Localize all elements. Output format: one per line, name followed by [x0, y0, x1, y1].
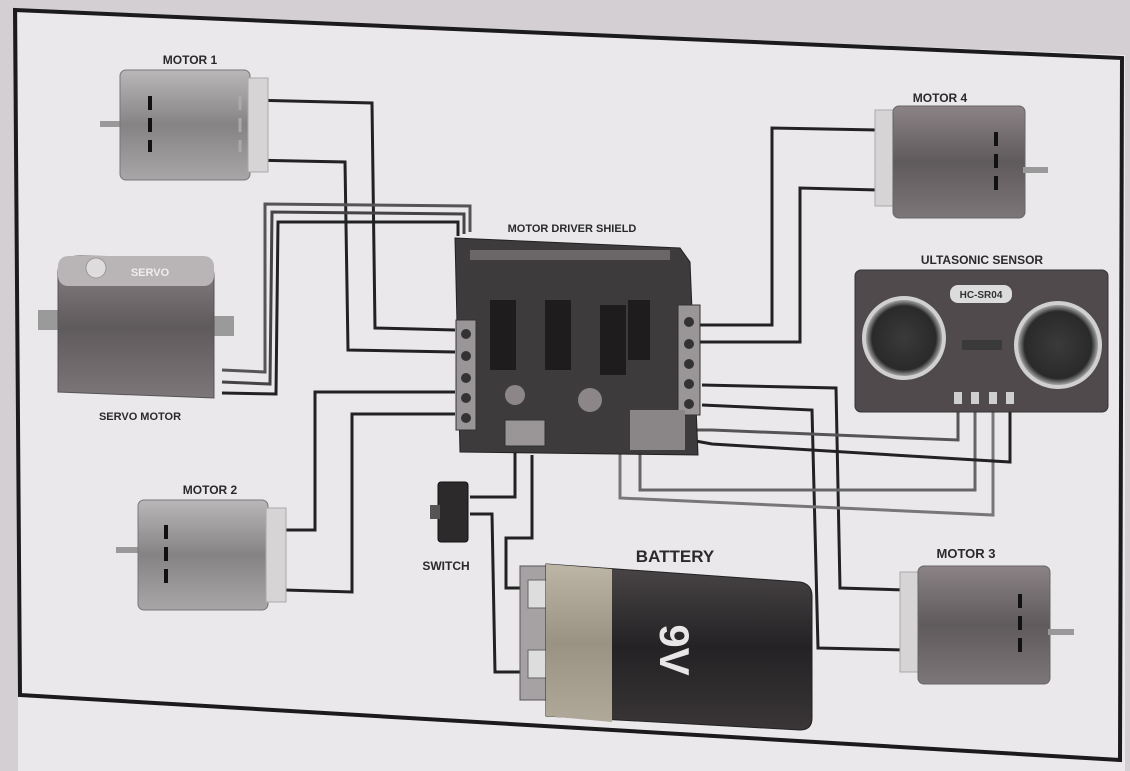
terminal-screw	[461, 373, 471, 383]
shield-power-terminal	[504, 419, 546, 447]
terminal-screw	[461, 329, 471, 339]
motor-2-endcap	[265, 507, 287, 603]
shield-chip-2	[545, 300, 571, 370]
sensor-label: ULTASONIC SENSOR	[921, 253, 1044, 267]
motor-2-label: MOTOR 2	[183, 483, 238, 497]
terminal-screw	[461, 393, 471, 403]
sensor-pin	[971, 392, 979, 404]
wires	[221, 98, 1012, 674]
wire-sensor-gnd	[689, 402, 1012, 464]
sensor-pin	[1006, 392, 1014, 404]
ultrasonic-sensor: HC-SR04 ULTASONIC SENSOR	[854, 253, 1109, 413]
wire-motor1-a	[249, 98, 456, 332]
sensor-pin	[989, 392, 997, 404]
shield-terminals-left	[455, 319, 477, 431]
motor-1: MOTOR 1	[100, 53, 269, 181]
servo-horn	[85, 257, 107, 279]
wire-motor2-b	[284, 412, 455, 594]
shield-header-top	[470, 250, 670, 260]
wire-servo-a	[221, 202, 472, 374]
shield-terminals-right	[677, 304, 701, 416]
terminal-screw	[684, 317, 694, 327]
motor-1-label: MOTOR 1	[163, 53, 218, 67]
motor-3-endcap	[899, 571, 921, 673]
servo-mount-right	[212, 316, 234, 336]
wire-motor3-b	[701, 403, 906, 652]
wire-motor4-b	[700, 186, 879, 344]
shield-capacitor	[578, 388, 602, 412]
servo-mount-left	[38, 310, 60, 330]
sensor-pins	[954, 392, 1014, 404]
shield-chip-3	[600, 305, 626, 375]
motor-4-body	[892, 105, 1026, 219]
sensor-transmitter	[862, 296, 946, 380]
servo-label: SERVO MOTOR	[99, 411, 181, 423]
wire-motor4-a	[700, 126, 879, 327]
sensor-chip	[950, 285, 1012, 303]
battery-terminal-neg	[527, 649, 549, 679]
battery-band	[546, 564, 612, 722]
wire-battery-shield	[504, 455, 534, 590]
motor-3-label: MOTOR 3	[937, 546, 996, 561]
battery-terminal-pos	[527, 579, 549, 609]
wire-motor2-a	[285, 390, 455, 532]
motor-1-body	[119, 69, 251, 181]
sensor-pin	[954, 392, 962, 404]
sensor-receiver	[1014, 301, 1102, 389]
sensor-crystal	[962, 340, 1002, 350]
wire-sensor-trig	[638, 402, 977, 492]
battery-voltage: 9V	[651, 624, 698, 675]
terminal-screw	[684, 379, 694, 389]
switch-toggle	[430, 505, 440, 519]
shield-header-bottom	[630, 410, 685, 450]
terminal-screw	[461, 413, 471, 423]
motor-2-body	[137, 499, 269, 611]
wire-sensor-echo	[618, 402, 995, 517]
terminal-screw	[684, 359, 694, 369]
motor-2: MOTOR 2	[116, 483, 287, 611]
wire-switch-a	[470, 450, 517, 499]
switch-label: SWITCH	[422, 559, 469, 573]
wire-servo-b	[221, 210, 466, 386]
diagram-border	[12, 7, 1125, 763]
shield-chip-1	[490, 300, 516, 370]
shield-capacitor-2	[505, 385, 525, 405]
terminal-screw	[461, 351, 471, 361]
motor-3-body	[917, 565, 1051, 685]
battery-label: BATTERY	[636, 547, 715, 566]
wire-sensor-vcc	[690, 402, 960, 442]
terminal-screw	[684, 399, 694, 409]
motor-3: MOTOR 3	[899, 546, 1074, 685]
wire-switch-b	[470, 512, 520, 674]
servo-motor: SERVO SERVO MOTOR	[38, 255, 234, 423]
sensor-chip-label: HC-SR04	[960, 290, 1003, 301]
servo-brand: SERVO	[131, 267, 170, 279]
wire-servo-c	[221, 220, 460, 396]
switch: SWITCH	[422, 481, 470, 573]
motor-1-endcap	[247, 77, 269, 173]
wire-motor1-b	[249, 158, 456, 354]
shield-chip-4	[628, 300, 650, 360]
terminal-screw	[684, 339, 694, 349]
switch-body	[437, 481, 469, 543]
motor-4-endcap	[874, 109, 896, 207]
motor-driver-shield: MOTOR DRIVER SHIELD	[454, 223, 701, 456]
motor-4: MOTOR 4	[874, 91, 1048, 219]
motor-4-label: MOTOR 4	[913, 91, 968, 105]
battery-body	[545, 563, 813, 731]
shield-label: MOTOR DRIVER SHIELD	[508, 223, 637, 235]
wire-motor3-a	[701, 383, 906, 592]
battery: 9V BATTERY	[519, 547, 813, 731]
